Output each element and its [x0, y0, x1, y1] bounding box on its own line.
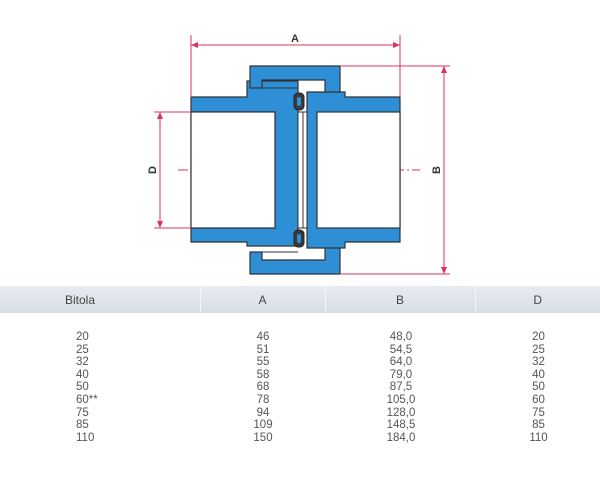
- union-nut-bottom: [249, 244, 341, 275]
- cell-bitola: 32: [76, 356, 89, 369]
- cell-bitola: 75: [76, 406, 89, 419]
- cell-a: 68: [256, 381, 270, 394]
- cell-d: 85: [532, 419, 545, 432]
- cell-b: 48,0: [389, 331, 413, 343]
- cell-b: 87,5: [389, 381, 413, 394]
- union-nut-top: [249, 65, 341, 96]
- cell-d: 40: [532, 368, 545, 381]
- cell-a: 55: [256, 356, 270, 369]
- cell-b: 184,0: [386, 431, 416, 444]
- cell-bitola: 60**: [76, 393, 98, 406]
- right-bore: [316, 111, 401, 229]
- cell-b: 105,0: [386, 393, 416, 406]
- table-row: 85 109 148,5 85: [0, 419, 600, 432]
- header-a: A: [199, 286, 325, 313]
- cell-a: 94: [256, 406, 270, 419]
- o-ring-bottom-inner: [297, 234, 301, 243]
- cell-bitola: 85: [76, 419, 89, 432]
- cell-a: 78: [256, 393, 270, 406]
- cell-b: 79,0: [389, 368, 413, 381]
- left-bore: [190, 111, 276, 229]
- cell-d: 25: [532, 343, 545, 356]
- table-row: 40 58 79,0 40: [0, 369, 600, 382]
- table-row: 110 150 184,0 110: [0, 432, 600, 445]
- cell-d: 60: [532, 393, 545, 406]
- table-row: 32 55 64,0 32: [0, 356, 600, 369]
- cell-a: 150: [253, 431, 273, 444]
- cell-bitola: 50: [76, 381, 89, 394]
- table-row: 60** 78 105,0 60: [0, 394, 600, 407]
- cell-a: 109: [253, 419, 273, 432]
- dimension-label-d: D: [147, 166, 159, 174]
- pipe-union-diagram: A B D: [147, 33, 450, 275]
- cell-d: 32: [532, 356, 545, 369]
- cell-b: 64,0: [389, 356, 413, 369]
- table-row: 25 51 54,5 25: [0, 344, 600, 357]
- cell-b: 54,5: [389, 343, 413, 356]
- cell-b: 148,5: [386, 419, 416, 432]
- dimension-label-b: B: [431, 166, 443, 174]
- cell-bitola: 110: [76, 431, 95, 444]
- dimension-b: [340, 65, 450, 275]
- cell-d: 110: [529, 431, 548, 444]
- o-ring-top-inner: [297, 97, 301, 106]
- cell-d: 20: [532, 331, 545, 343]
- table-row: 50 68 87,5 50: [0, 381, 600, 394]
- table-spacer: [0, 313, 600, 331]
- table-row: 20 46 48,0 20: [0, 331, 600, 344]
- header-b: B: [324, 286, 475, 313]
- cell-bitola: 20: [76, 331, 89, 343]
- cell-d: 75: [532, 406, 545, 419]
- table-row: 75 94 128,0 75: [0, 407, 600, 420]
- cell-a: 46: [256, 331, 270, 343]
- header-d: D: [474, 286, 600, 313]
- dimension-label-a: A: [291, 33, 299, 45]
- cell-bitola: 40: [76, 368, 89, 381]
- cell-a: 51: [256, 343, 270, 356]
- cell-b: 128,0: [386, 406, 416, 419]
- dimension-d: [154, 111, 191, 229]
- table-header-row: Bitola A B D: [0, 286, 600, 313]
- cell-bitola: 25: [76, 343, 89, 356]
- cell-d: 50: [532, 381, 545, 394]
- cell-a: 58: [256, 368, 270, 381]
- header-bitola: Bitola: [0, 286, 200, 313]
